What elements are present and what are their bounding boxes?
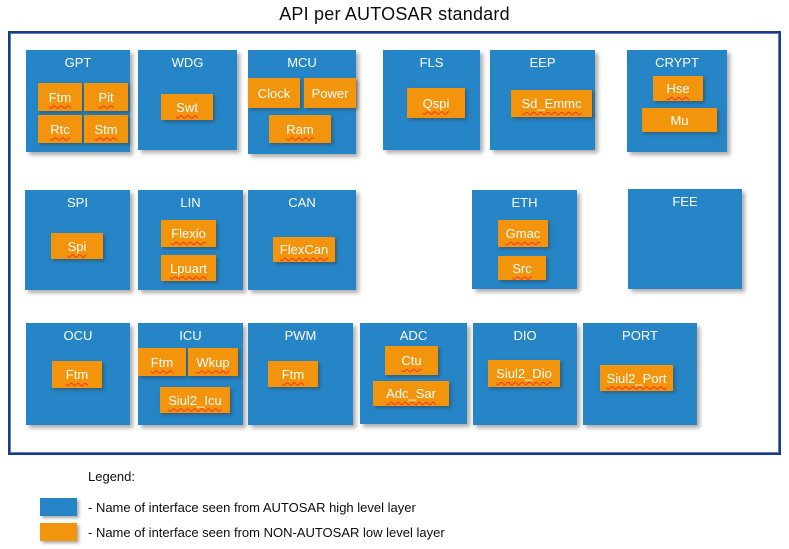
chip-swt: Swt bbox=[161, 94, 213, 120]
module-title: MCU bbox=[287, 55, 317, 70]
module-eep: EEP Sd_Emmc bbox=[490, 50, 595, 150]
chip-clock: Clock bbox=[248, 78, 300, 108]
module-can: CAN FlexCan bbox=[248, 190, 356, 290]
chip-power: Power bbox=[304, 78, 356, 108]
module-title: FLS bbox=[419, 55, 444, 70]
chip-ftm: Ftm bbox=[38, 83, 82, 111]
chip-src: Src bbox=[498, 256, 546, 280]
module-eth: ETH Gmac Src bbox=[472, 190, 577, 289]
chip-label: Ftm bbox=[48, 89, 72, 105]
module-mcu: MCU Clock Power Ram bbox=[248, 50, 356, 154]
legend-swatch-autosar-blue bbox=[40, 498, 77, 516]
page-title: API per AUTOSAR standard bbox=[279, 4, 510, 24]
chip-label: Ftm bbox=[281, 366, 305, 382]
module-title: LIN bbox=[180, 195, 201, 210]
module-port: PORT Siul2_Port bbox=[583, 323, 697, 425]
module-title: PWM bbox=[284, 328, 317, 343]
chip-label: Wkup bbox=[196, 354, 230, 370]
chip-label: Lpuart bbox=[170, 260, 207, 276]
module-gpt: GPT Ftm Pit Rtc Stm bbox=[26, 50, 130, 152]
chip-label: Siul2_Port bbox=[606, 370, 667, 386]
chip-label: Mu bbox=[670, 112, 689, 128]
module-crypt: CRYPT Hse Mu bbox=[627, 50, 727, 152]
module-title: PORT bbox=[622, 328, 658, 343]
chip-label: Src bbox=[512, 260, 532, 276]
chip-adc-sar: Adc_Sar bbox=[373, 381, 449, 406]
module-fee: FEE bbox=[628, 189, 742, 289]
module-adc: ADC Ctu Adc_Sar bbox=[360, 323, 467, 424]
chip-ftm: Ftm bbox=[52, 361, 102, 388]
module-title: CRYPT bbox=[655, 55, 699, 70]
module-title: SPI bbox=[67, 195, 88, 210]
chip-label: Sd_Emmc bbox=[521, 96, 582, 111]
chip-label: Flexio bbox=[171, 226, 206, 241]
chip-ftm: Ftm bbox=[138, 348, 186, 376]
chip-label: Swt bbox=[176, 99, 198, 115]
chip-label: Ftm bbox=[65, 367, 89, 382]
module-title: WDG bbox=[171, 55, 204, 70]
chip-ftm: Ftm bbox=[268, 361, 318, 387]
chip-label: Clock bbox=[257, 85, 291, 101]
module-title: ADC bbox=[399, 328, 428, 343]
chip-label: Adc_Sar bbox=[386, 386, 436, 401]
chip-label: Stm bbox=[94, 121, 118, 137]
module-pwm: PWM Ftm bbox=[248, 323, 353, 425]
chip-spi: Spi bbox=[51, 233, 103, 259]
module-title: DIO bbox=[513, 328, 537, 343]
module-icu: ICU Ftm Wkup Siul2_Icu bbox=[138, 323, 243, 425]
chip-siul2-port: Siul2_Port bbox=[600, 365, 673, 391]
chip-flexcan: FlexCan bbox=[273, 237, 335, 262]
module-title: GPT bbox=[64, 55, 92, 70]
module-fls: FLS Qspi bbox=[383, 50, 480, 150]
legend-item-label: - Name of interface seen from AUTOSAR hi… bbox=[88, 500, 416, 515]
chip-gmac: Gmac bbox=[498, 220, 548, 247]
module-title: ICU bbox=[179, 328, 202, 343]
legend-item-label: - Name of interface seen from NON-AUTOSA… bbox=[88, 525, 445, 540]
chip-label: Gmac bbox=[505, 226, 541, 241]
legend-heading: Legend: bbox=[88, 469, 135, 484]
chip-siul2-dio: Siul2_Dio bbox=[488, 360, 560, 387]
chip-mu: Mu bbox=[642, 108, 717, 132]
chip-label: Siul2_Dio bbox=[496, 366, 552, 381]
chip-rtc: Rtc bbox=[38, 115, 82, 143]
chip-label: Spi bbox=[67, 238, 87, 254]
module-title: EEP bbox=[529, 55, 556, 70]
chip-stm: Stm bbox=[84, 115, 128, 143]
chip-lpuart: Lpuart bbox=[161, 255, 216, 281]
chip-label: Ram bbox=[286, 121, 314, 137]
chip-label: Siul2_Icu bbox=[168, 392, 222, 408]
chip-hse: Hse bbox=[653, 76, 703, 101]
module-ocu: OCU Ftm bbox=[26, 323, 130, 425]
module-title: OCU bbox=[63, 328, 93, 343]
chip-wkup: Wkup bbox=[188, 348, 238, 376]
module-title: FEE bbox=[672, 194, 698, 209]
chip-label: Pit bbox=[98, 89, 114, 105]
chip-flexio: Flexio bbox=[161, 220, 216, 247]
module-title: ETH bbox=[511, 195, 538, 210]
chip-qspi: Qspi bbox=[407, 88, 465, 118]
module-dio: DIO Siul2_Dio bbox=[473, 323, 577, 425]
module-lin: LIN Flexio Lpuart bbox=[138, 190, 243, 290]
chip-label: Ctu bbox=[401, 353, 422, 368]
module-wdg: WDG Swt bbox=[138, 50, 237, 150]
chip-pit: Pit bbox=[84, 83, 128, 111]
module-spi: SPI Spi bbox=[25, 190, 130, 290]
chip-ctu: Ctu bbox=[385, 346, 438, 375]
chip-label: Hse bbox=[666, 81, 690, 96]
chip-sd-emmc: Sd_Emmc bbox=[511, 90, 592, 117]
chip-ram: Ram bbox=[269, 115, 331, 143]
chip-label: Qspi bbox=[422, 95, 450, 111]
legend-swatch-non-autosar-orange bbox=[40, 523, 77, 541]
module-title: CAN bbox=[288, 195, 316, 210]
chip-label: Power bbox=[311, 85, 349, 101]
chip-siul2-icu: Siul2_Icu bbox=[160, 387, 230, 413]
chip-label: Rtc bbox=[50, 121, 70, 137]
chip-label: Ftm bbox=[150, 354, 174, 370]
chip-label: FlexCan bbox=[279, 242, 329, 257]
